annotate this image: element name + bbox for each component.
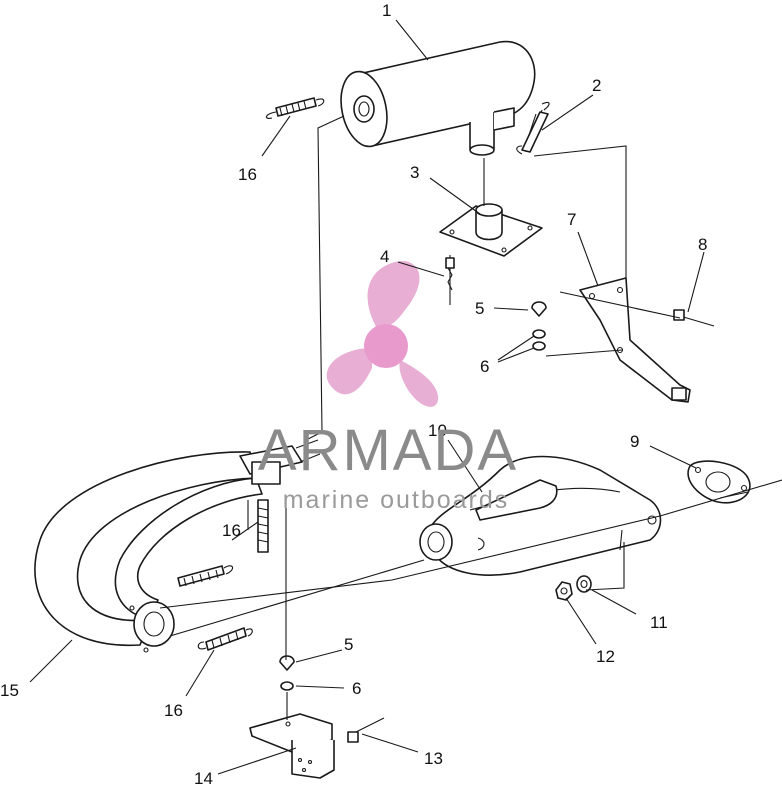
spring-lower-left — [197, 627, 253, 651]
callout-3: 3 — [410, 163, 419, 182]
muffler-bracket — [579, 277, 691, 403]
grommet-lower — [279, 655, 295, 671]
washer-lower — [280, 681, 294, 691]
muffler-mount-plate — [439, 203, 543, 257]
nut-12 — [555, 581, 573, 601]
callout-8: 8 — [698, 235, 707, 254]
callout-16-top: 16 — [238, 165, 257, 184]
mount-pin — [445, 255, 455, 305]
callout-9: 9 — [630, 432, 639, 451]
callout-15: 15 — [0, 681, 19, 700]
callout-4: 4 — [380, 247, 389, 266]
spring-upper-left — [265, 97, 325, 119]
washers-upper — [532, 329, 546, 351]
callout-5-upper: 5 — [475, 299, 484, 318]
spring-upper-right — [516, 101, 550, 155]
callout-16-mid: 16 — [222, 521, 241, 540]
watermark-brand: ARMADA — [258, 418, 518, 483]
watermark-tagline: marine outboards — [283, 486, 510, 514]
washer-11 — [576, 575, 592, 593]
callout-16-bottom: 16 — [164, 701, 183, 720]
armada-watermark-text: ARMADA marine outboards — [258, 418, 518, 514]
callout-2: 2 — [592, 76, 601, 95]
callout-7: 7 — [567, 210, 576, 229]
propeller-hub — [364, 324, 408, 368]
grommet-upper — [531, 301, 547, 317]
spring-vertical — [257, 499, 269, 553]
flange-gasket — [687, 460, 751, 504]
callout-5-lower: 5 — [344, 635, 353, 654]
callout-6-lower: 6 — [352, 679, 361, 698]
callout-14: 14 — [194, 769, 213, 785]
exhaust-header-pipe — [34, 439, 321, 653]
callout-13: 13 — [424, 749, 443, 768]
callout-1: 1 — [382, 1, 391, 20]
bracket-screw — [673, 309, 715, 327]
callout-11: 11 — [650, 613, 668, 632]
bracket-screw-lower — [347, 717, 385, 743]
propeller-blade-top — [367, 261, 420, 330]
propeller-blade-left — [326, 348, 372, 395]
callout-pointers — [29, 19, 705, 775]
assembly-lines — [159, 115, 782, 720]
propeller-blade-right — [399, 360, 439, 407]
exhaust-silencer — [419, 455, 662, 576]
muffler — [340, 40, 536, 156]
callout-labels: 1 2 3 4 5 6 7 8 9 10 11 12 13 14 15 16 1… — [0, 1, 707, 788]
callout-6-upper: 6 — [480, 357, 489, 376]
callout-10: 10 — [428, 421, 447, 440]
callout-12: 12 — [596, 647, 615, 666]
lower-mount-bracket — [249, 713, 335, 779]
armada-propeller-logo — [326, 261, 439, 407]
spring-mid-left — [177, 565, 234, 587]
